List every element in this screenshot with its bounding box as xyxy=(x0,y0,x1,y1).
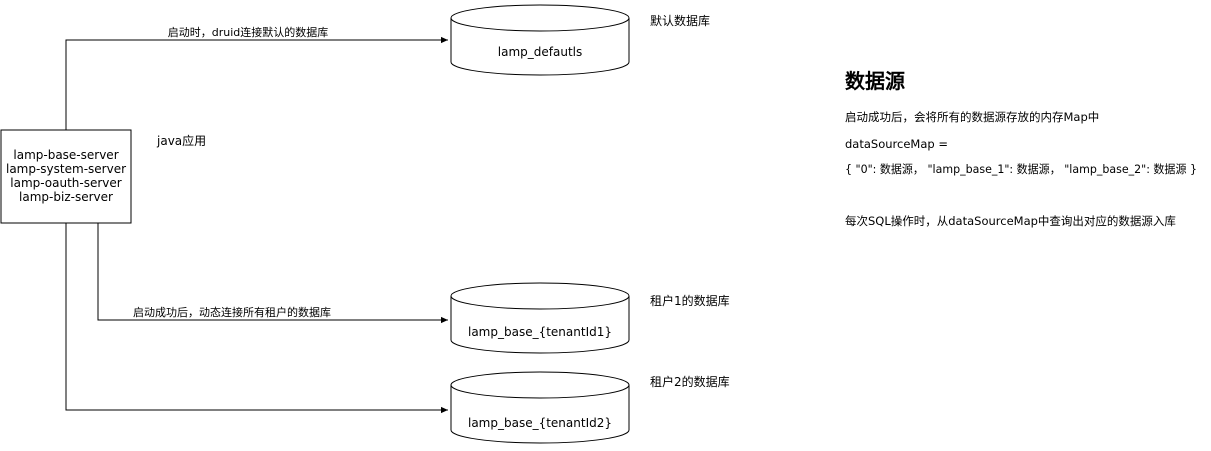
database-tenant1-cylinder: lamp_base_{tenantId1} xyxy=(450,282,630,354)
app-server-line-4: lamp-biz-server xyxy=(19,190,113,204)
database-default-caption: 默认数据库 xyxy=(650,13,710,28)
notes-line-4: 每次SQL操作时，从dataSourceMap中查询出对应的数据源入库 xyxy=(845,214,1176,228)
database-tenant2-name: lamp_base_{tenantId2} xyxy=(468,416,612,430)
database-tenant2-cylinder: lamp_base_{tenantId2} xyxy=(450,371,630,444)
app-box-label: java应用 xyxy=(156,133,206,148)
database-default-cylinder: lamp_defautls xyxy=(450,4,630,76)
database-tenant1-caption: 租户1的数据库 xyxy=(650,293,730,308)
app-servers-box: lamp-base-server lamp-system-server lamp… xyxy=(0,129,132,224)
notes-line-3: { "0": 数据源， "lamp_base_1": 数据源， "lamp_ba… xyxy=(845,162,1197,176)
database-tenant1-name: lamp_base_{tenantId1} xyxy=(468,325,612,339)
edge-label-default: 启动时，druid连接默认的数据库 xyxy=(168,25,329,39)
notes-line-2: dataSourceMap = xyxy=(845,137,948,151)
app-server-line-3: lamp-oauth-server xyxy=(10,176,122,190)
edge-label-tenants: 启动成功后，动态连接所有租户的数据库 xyxy=(133,305,331,319)
notes-title: 数据源 xyxy=(845,69,905,93)
database-tenant2-caption: 租户2的数据库 xyxy=(650,374,730,389)
app-server-line-2: lamp-system-server xyxy=(6,162,126,176)
edge-app-to-tenant1-db xyxy=(97,223,448,324)
edge-app-to-tenant2-db xyxy=(65,223,448,414)
database-default-name: lamp_defautls xyxy=(498,45,582,59)
app-server-line-1: lamp-base-server xyxy=(13,148,118,162)
edge-app-to-default-db xyxy=(65,36,448,130)
notes-line-1: 启动成功后，会将所有的数据源存放的内存Map中 xyxy=(845,110,1099,124)
